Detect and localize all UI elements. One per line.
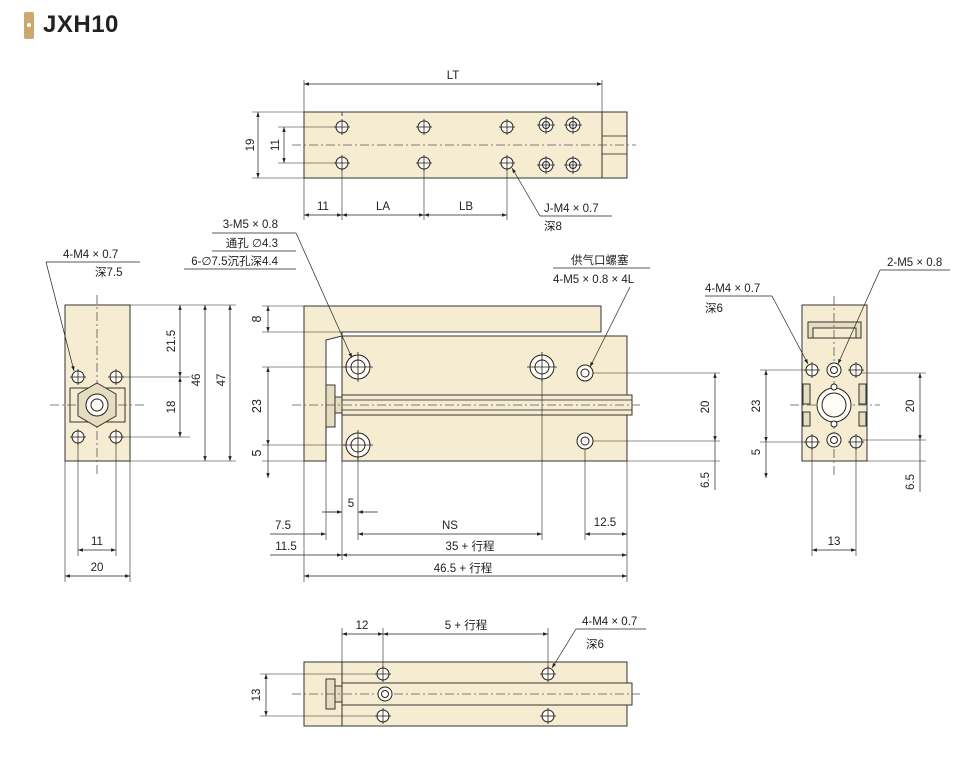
- dim-19: 19: [245, 139, 257, 152]
- note-right-m4: 4-M4 × 0.7: [705, 283, 760, 295]
- front-view: 3-M5 × 0.8 通孔 ∅4.3 6-∅7.5沉孔深4.4 供气口螺塞 4-…: [184, 219, 720, 582]
- dim-la: LA: [376, 201, 390, 213]
- dim-215: 21.5: [166, 330, 178, 352]
- note-bottom-m4: 4-M4 × 0.7: [582, 616, 637, 628]
- note-through-hole: 通孔 ∅4.3: [226, 237, 278, 250]
- note-left-depth: 深7.5: [95, 265, 123, 279]
- right-view: 4-M4 × 0.7 深6 2-M5 × 0.8 23 5 20 6.5 13: [705, 257, 950, 556]
- note-right-m5: 2-M5 × 0.8: [887, 257, 942, 269]
- dim-75: 7.5: [275, 520, 291, 532]
- dim-front-65: 6.5: [700, 472, 712, 488]
- note-counterbore: 6-∅7.5沉孔深4.4: [191, 254, 278, 268]
- dim-23: 23: [250, 399, 264, 413]
- note-j-depth: 深8: [544, 219, 562, 233]
- note-3m5: 3-M5 × 0.8: [223, 219, 278, 231]
- dim-lt: LT: [447, 70, 460, 82]
- dim-8: 8: [250, 315, 264, 322]
- note-left-m4: 4-M4 × 0.7: [63, 249, 118, 261]
- dim-5h: 5: [348, 498, 354, 510]
- dim-5: 5: [250, 449, 264, 456]
- dim-right-5: 5: [751, 449, 763, 455]
- bottom-view: 12 5 + 行程 4-M4 × 0.7 深6 13: [251, 616, 646, 727]
- dim-left-11: 11: [91, 536, 103, 548]
- dim-right-13: 13: [828, 536, 841, 548]
- dim-bottom-5s: 5 + 行程: [445, 619, 488, 632]
- dim-115: 11.5: [275, 541, 297, 553]
- dim-right-23: 23: [751, 400, 763, 413]
- dim-465: 46.5 + 行程: [434, 562, 493, 575]
- left-view: 4-M4 × 0.7 深7.5 21.5 18 46 47 11 20: [45, 249, 236, 582]
- note-bottom-depth: 深6: [586, 637, 604, 651]
- top-view: LT 19 11 11 LA LB J-M4 × 0.7 深8: [245, 70, 636, 233]
- note-j-m4: J-M4 × 0.7: [544, 203, 599, 215]
- model-title: JXH10: [43, 11, 119, 38]
- top-view-holes: [334, 116, 582, 174]
- dim-front-20: 20: [700, 401, 712, 414]
- dim-right-65: 6.5: [905, 474, 917, 490]
- dim-18: 18: [166, 401, 178, 414]
- page-header: JXH10: [24, 10, 119, 40]
- note-right-depth: 深6: [705, 301, 723, 315]
- dim-lb: LB: [459, 201, 473, 213]
- dim-11v: 11: [270, 139, 282, 151]
- dim-right-20: 20: [905, 400, 917, 413]
- dim-bottom-12: 12: [356, 620, 369, 632]
- dim-46: 46: [191, 374, 203, 387]
- dim-35: 35 + 行程: [446, 540, 495, 553]
- dim-bottom-13: 13: [251, 689, 263, 702]
- bottom-view-holes: [375, 666, 556, 724]
- dim-11h: 11: [317, 201, 329, 213]
- note-port-size: 4-M5 × 0.8 × 4L: [553, 274, 635, 286]
- note-port: 供气口螺塞: [571, 253, 629, 267]
- dim-47: 47: [216, 374, 228, 387]
- dim-left-20: 20: [91, 562, 104, 574]
- title-marker: [24, 11, 34, 39]
- dim-125: 12.5: [594, 517, 616, 529]
- dim-ns: NS: [442, 520, 458, 532]
- front-view-holes: [343, 352, 594, 460]
